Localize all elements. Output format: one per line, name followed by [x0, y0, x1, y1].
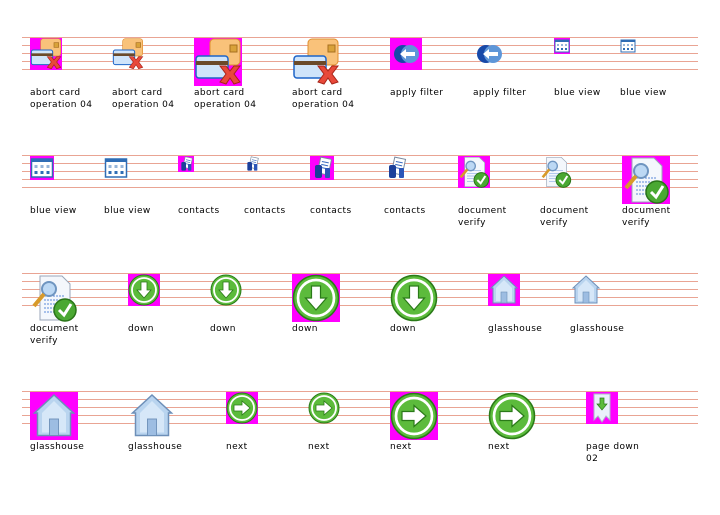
- guide-line: [22, 163, 698, 164]
- abort-card-icon: [112, 38, 144, 70]
- icon-label: contacts: [244, 206, 286, 216]
- guide-line: [22, 179, 698, 180]
- document-verify-icon: [458, 156, 490, 188]
- icon-label: abort card operation 04: [292, 88, 355, 110]
- blue-view-icon: [620, 38, 636, 54]
- guide-line: [22, 281, 698, 282]
- icon-label: down: [128, 324, 154, 334]
- guide-line: [22, 415, 698, 416]
- document-verify-icon: [622, 156, 670, 204]
- icon-label: next: [308, 442, 330, 452]
- abort-card-icon: [30, 38, 62, 70]
- abort-card-icon: [292, 38, 340, 86]
- icon-label: glasshouse: [30, 442, 85, 452]
- glasshouse-icon: [488, 274, 520, 306]
- icon-label: glasshouse: [488, 324, 543, 334]
- next-icon: [226, 392, 258, 424]
- guide-line: [22, 273, 698, 274]
- icon-label: down: [390, 324, 416, 334]
- icon-label: blue view: [620, 88, 667, 98]
- document-verify-icon: [30, 274, 78, 322]
- contacts-icon: [244, 156, 260, 172]
- guide-line: [22, 399, 698, 400]
- icon-label: contacts: [384, 206, 426, 216]
- down-icon: [210, 274, 242, 306]
- icon-label: next: [488, 442, 510, 452]
- document-verify-icon: [540, 156, 572, 188]
- icon-label: contacts: [310, 206, 352, 216]
- icon-label: glasshouse: [570, 324, 625, 334]
- next-icon: [390, 392, 438, 440]
- guide-line: [22, 423, 698, 424]
- down-icon: [128, 274, 160, 306]
- contacts-icon: [384, 156, 408, 180]
- glasshouse-icon: [30, 392, 78, 440]
- icon-label: document verify: [30, 324, 79, 346]
- icon-label: apply filter: [473, 88, 527, 98]
- apply-filter-icon: [473, 38, 505, 70]
- guide-line: [22, 297, 698, 298]
- page-down-icon: [586, 392, 618, 424]
- guide-line: [22, 45, 698, 46]
- icon-label: abort card operation 04: [194, 88, 257, 110]
- guide-line: [22, 53, 698, 54]
- icon-label: document verify: [540, 206, 589, 228]
- icon-label: page down 02: [586, 442, 640, 464]
- guide-line: [22, 69, 698, 70]
- icon-label: next: [390, 442, 412, 452]
- guide-line: [22, 289, 698, 290]
- guide-line: [22, 155, 698, 156]
- next-icon: [488, 392, 536, 440]
- down-icon: [390, 274, 438, 322]
- guide-line: [22, 391, 698, 392]
- guide-line: [22, 61, 698, 62]
- icon-label: down: [292, 324, 318, 334]
- blue-view-icon: [104, 156, 128, 180]
- icon-label: apply filter: [390, 88, 444, 98]
- guide-line: [22, 407, 698, 408]
- icon-label: document verify: [622, 206, 671, 228]
- abort-card-icon: [194, 38, 242, 86]
- icon-label: blue view: [30, 206, 77, 216]
- down-icon: [292, 274, 340, 322]
- guide-line: [22, 305, 698, 306]
- icon-label: glasshouse: [128, 442, 183, 452]
- glasshouse-icon: [570, 274, 602, 306]
- icon-label: document verify: [458, 206, 507, 228]
- icon-label: abort card operation 04: [112, 88, 175, 110]
- apply-filter-icon: [390, 38, 422, 70]
- icon-label: contacts: [178, 206, 220, 216]
- glasshouse-icon: [128, 392, 176, 440]
- next-icon: [308, 392, 340, 424]
- guide-line: [22, 187, 698, 188]
- icon-label: blue view: [554, 88, 601, 98]
- blue-view-icon: [30, 156, 54, 180]
- icon-label: next: [226, 442, 248, 452]
- blue-view-icon: [554, 38, 570, 54]
- guide-line: [22, 171, 698, 172]
- icon-label: abort card operation 04: [30, 88, 93, 110]
- icon-label: blue view: [104, 206, 151, 216]
- contacts-icon: [178, 156, 194, 172]
- contacts-icon: [310, 156, 334, 180]
- guide-line: [22, 37, 698, 38]
- icon-label: down: [210, 324, 236, 334]
